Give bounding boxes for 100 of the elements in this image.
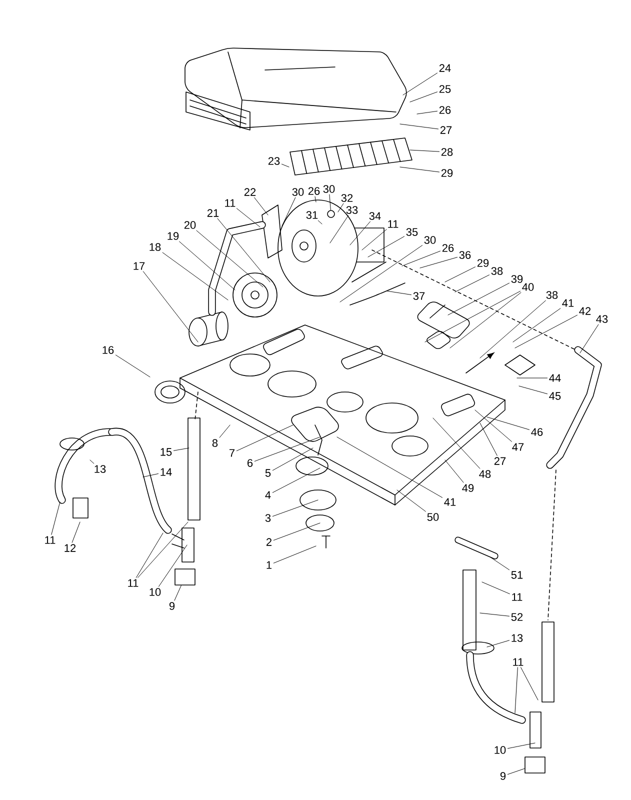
callout-number: 27 xyxy=(494,457,506,465)
callout-number: 11 xyxy=(513,658,524,666)
callout-number: 30 xyxy=(424,236,436,244)
leader-line xyxy=(400,166,440,172)
callout-number: 24 xyxy=(439,64,451,72)
nut xyxy=(174,568,196,586)
leader-line xyxy=(272,468,320,493)
callout-number: 40 xyxy=(522,283,534,291)
callout-number: 37 xyxy=(413,292,425,300)
leader-line xyxy=(486,416,530,430)
leader-line xyxy=(115,354,150,378)
leader-line xyxy=(474,410,512,442)
leader-line xyxy=(254,436,320,462)
callout-number: 5 xyxy=(265,469,271,477)
callout-number: 18 xyxy=(150,243,161,251)
callout-number: 49 xyxy=(462,484,474,492)
callout-number: 45 xyxy=(549,392,561,400)
callout-number: 19 xyxy=(168,232,179,240)
leader-line xyxy=(402,250,441,266)
leader-line xyxy=(507,768,525,775)
leader-line xyxy=(142,473,159,478)
callout-number: 38 xyxy=(546,291,558,299)
leader-line xyxy=(480,300,546,358)
leader-line xyxy=(196,230,264,288)
callout-number: 9 xyxy=(169,602,175,610)
callout-number: 20 xyxy=(184,221,196,229)
callout-number: 25 xyxy=(439,85,451,93)
callout-number: 29 xyxy=(441,169,453,177)
leader-line xyxy=(314,196,316,202)
callout-number: 31 xyxy=(306,211,318,219)
leader-line xyxy=(432,418,480,469)
leader-line xyxy=(281,164,290,168)
leader-line xyxy=(490,556,510,570)
leader-line xyxy=(162,252,228,300)
leader-line xyxy=(514,314,578,348)
callout-number: 29 xyxy=(477,259,489,267)
callout-number: 42 xyxy=(579,307,591,315)
callout-number: 1 xyxy=(266,561,272,569)
leader-line xyxy=(138,522,188,578)
leader-line xyxy=(158,544,188,587)
leader-line xyxy=(454,274,490,292)
callout-number: 30 xyxy=(292,188,304,196)
callout-number: 9 xyxy=(500,772,506,780)
callout-number: 22 xyxy=(244,188,256,196)
leader-line xyxy=(340,245,423,302)
leader-line xyxy=(236,424,294,452)
leader-line xyxy=(318,220,322,224)
callout-number: 47 xyxy=(512,443,524,451)
callout-number: 41 xyxy=(444,498,456,506)
leader-line xyxy=(336,436,443,498)
leader-line xyxy=(273,546,316,564)
callout-number: 8 xyxy=(212,439,218,447)
callout-number: 46 xyxy=(531,428,543,436)
callout-number: 48 xyxy=(479,470,491,478)
callout-number: 10 xyxy=(150,588,161,596)
leader-line xyxy=(362,229,387,250)
callout-number: 30 xyxy=(323,185,335,193)
leader-line xyxy=(424,290,521,342)
leader-line xyxy=(402,72,438,96)
leader-line xyxy=(416,110,438,114)
callout-number: 11 xyxy=(512,593,522,601)
leader-line xyxy=(272,500,318,517)
callout-number: 50 xyxy=(427,513,439,521)
nut xyxy=(327,210,335,218)
callout-number: 11 xyxy=(45,536,56,544)
callout-number: 13 xyxy=(512,634,523,642)
callout-number: 33 xyxy=(346,206,358,214)
callout-number: 6 xyxy=(248,459,253,467)
leader-line xyxy=(51,502,60,535)
leader-line xyxy=(217,218,270,282)
leader-line xyxy=(420,256,458,268)
callout-number: 26 xyxy=(442,244,454,252)
leader-line xyxy=(518,386,548,394)
leader-line xyxy=(507,742,536,749)
leader-line xyxy=(219,424,230,438)
leader-line xyxy=(396,490,426,512)
callout-number: 34 xyxy=(369,212,381,220)
leader-line xyxy=(450,292,522,348)
leader-line xyxy=(512,308,561,342)
leader-line xyxy=(482,582,510,594)
callout-number: 26 xyxy=(439,106,451,114)
leader-line xyxy=(136,532,164,578)
callout-number: 38 xyxy=(491,267,503,275)
callout-number: 10 xyxy=(494,746,506,754)
callout-number: 12 xyxy=(64,544,76,552)
callout-number: 17 xyxy=(134,262,145,270)
callout-number: 28 xyxy=(441,148,453,156)
leader-line xyxy=(520,667,538,700)
leader-line xyxy=(282,197,296,226)
leader-line xyxy=(386,290,412,296)
leader-line xyxy=(329,194,331,210)
callout-number: 11 xyxy=(388,220,398,228)
leader-line xyxy=(448,282,510,316)
leader-line xyxy=(90,460,94,464)
callout-number: 14 xyxy=(160,468,172,476)
leader-line xyxy=(350,221,370,246)
leader-line xyxy=(174,585,182,601)
leader-line xyxy=(273,522,320,541)
leader-line xyxy=(410,150,440,152)
callout-number: 11 xyxy=(128,579,138,587)
